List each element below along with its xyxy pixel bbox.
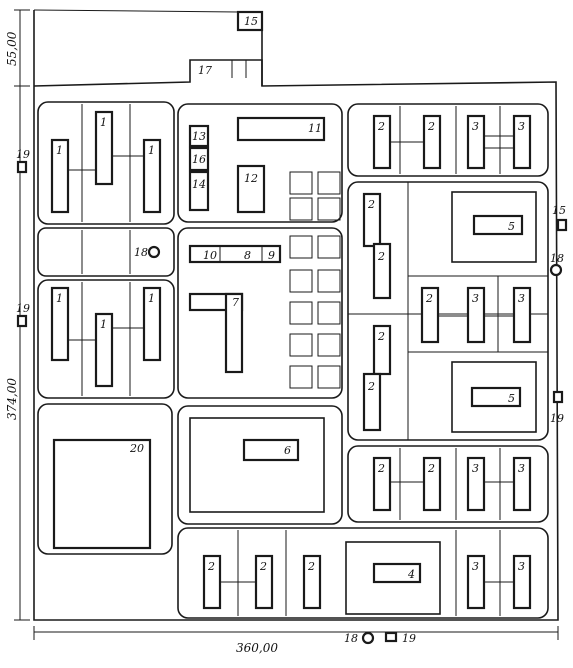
label-b3f: 3 — [518, 462, 525, 475]
label-b2j: 2 — [207, 560, 215, 573]
label-s19d: 19 — [402, 632, 416, 645]
label-11: 11 — [308, 122, 322, 135]
field-20 — [52, 438, 152, 550]
square-symbol-15b — [556, 218, 568, 232]
label-b1b: 1 — [100, 116, 107, 129]
label-s19b: 19 — [16, 302, 30, 315]
label-b2c: 2 — [367, 198, 375, 211]
label-10: 10 — [203, 249, 217, 262]
symbols — [16, 160, 568, 645]
label-b4: 4 — [407, 568, 415, 581]
label-b2k: 2 — [259, 560, 267, 573]
dimension-left: 374,00 — [5, 378, 19, 420]
label-b1c: 1 — [148, 144, 155, 157]
label-6: 6 — [284, 444, 291, 457]
label-9: 9 — [268, 249, 275, 262]
label-b3h: 3 — [518, 560, 525, 573]
label-b2a: 2 — [377, 120, 385, 133]
label-b1f: 1 — [148, 292, 155, 305]
label-b2l: 2 — [307, 560, 315, 573]
label-8: 8 — [244, 249, 251, 262]
circle-symbol-18a — [147, 245, 161, 259]
square-symbol-19d — [384, 631, 398, 643]
label-b2d: 2 — [377, 250, 385, 263]
label-s19c: 19 — [550, 412, 564, 425]
label-b1e: 1 — [100, 318, 107, 331]
label-b2f: 2 — [377, 330, 385, 343]
label-s15b: 15 — [552, 204, 566, 217]
label-b3e: 3 — [472, 462, 479, 475]
label-b3g: 3 — [472, 560, 479, 573]
label-13: 13 — [192, 130, 206, 143]
label-b2h: 2 — [377, 462, 385, 475]
label-12: 12 — [244, 172, 258, 185]
label-b2b: 2 — [427, 120, 435, 133]
square-symbol-19a — [16, 160, 28, 174]
buildings-center-middle — [188, 244, 282, 374]
label-s18d: 18 — [344, 632, 358, 645]
label-7: 7 — [232, 296, 239, 309]
label-b3c: 3 — [472, 292, 479, 305]
yard-6 — [189, 417, 325, 513]
label-b5a: 5 — [508, 220, 515, 233]
dimension-top-left: 55,00 — [5, 31, 19, 66]
buildings-west — [50, 110, 162, 388]
square-symbol-19c — [552, 390, 564, 404]
label-b2e: 2 — [425, 292, 433, 305]
dimension-bottom: 360,00 — [236, 641, 278, 655]
label-s18a: 18 — [134, 246, 148, 259]
label-b3a: 3 — [472, 120, 479, 133]
label-20: 20 — [129, 442, 144, 455]
label-b1d: 1 — [56, 292, 63, 305]
circle-symbol-18c — [549, 263, 563, 277]
building-6 — [242, 438, 300, 462]
block-outlines — [37, 101, 549, 619]
label-s19a: 19 — [16, 148, 30, 161]
garden-plots — [289, 171, 341, 389]
buildings-northeast — [372, 114, 532, 170]
label-b2g: 2 — [367, 380, 375, 393]
building-15 — [236, 10, 264, 32]
label-15: 15 — [244, 15, 258, 28]
label-16: 16 — [192, 153, 206, 166]
buildings-southeast — [372, 456, 532, 512]
label-14: 14 — [192, 178, 206, 191]
label-b5b: 5 — [508, 392, 515, 405]
buildings-east — [362, 191, 537, 433]
buildings-south — [202, 541, 532, 615]
circle-symbol-18d — [361, 631, 375, 645]
label-b1a: 1 — [56, 144, 63, 157]
square-symbol-19b — [16, 314, 28, 328]
label-b3b: 3 — [518, 120, 525, 133]
label-17: 17 — [198, 64, 212, 77]
label-s18c: 18 — [550, 252, 564, 265]
label-b3d: 3 — [518, 292, 525, 305]
dimension-lines — [14, 9, 559, 640]
buildings-center-north — [188, 116, 326, 214]
label-b2i: 2 — [427, 462, 435, 475]
